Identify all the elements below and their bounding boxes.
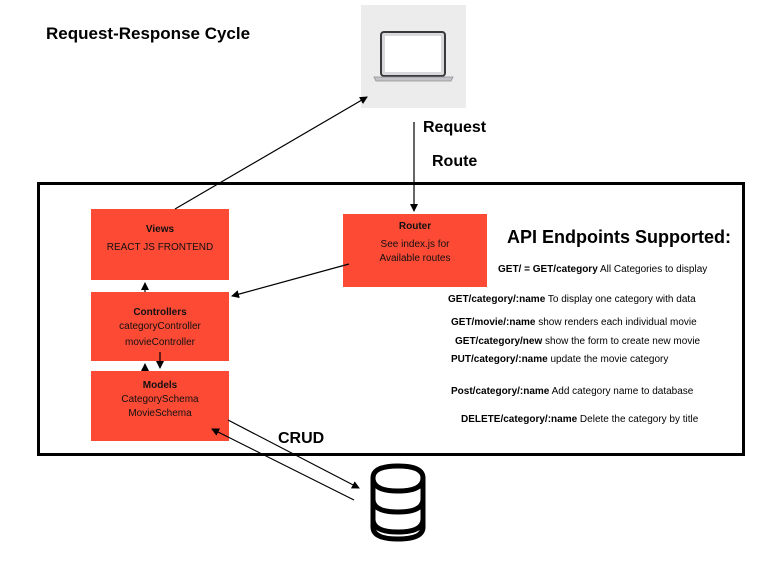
endpoint-route: GET/category/:name (448, 294, 546, 305)
endpoint-desc: show renders each individual movie (535, 317, 697, 328)
diagram-title: Request-Response Cycle (46, 24, 251, 43)
controllers-box: Controllers categoryController movieCont… (91, 292, 229, 361)
response-arrow (174, 96, 368, 210)
endpoint-route: Post/category/:name (451, 386, 550, 397)
laptop-icon (373, 31, 454, 82)
views-line1: REACT JS FRONTEND (106, 242, 214, 253)
endpoint-desc: To display one category with data (545, 294, 696, 305)
endpoint-desc: All Categories to display (597, 264, 708, 275)
endpoint-desc: show the form to create new movie (542, 336, 701, 347)
models-title: Models (142, 380, 178, 391)
router-line2: Available routes (379, 253, 451, 264)
models-line2: MovieSchema (128, 408, 192, 419)
controllers-line1: categoryController (119, 321, 201, 332)
endpoint-route: GET/category/new (455, 336, 543, 347)
endpoint-item: GET/ = GET/category All Categories to di… (498, 264, 707, 275)
endpoint-route: PUT/category/:name (451, 354, 548, 365)
router-box: Router See index.js for Available routes (343, 214, 487, 287)
router-line1: See index.js for (380, 239, 450, 250)
models-box: Models CategorySchema MovieSchema (91, 371, 229, 441)
server-frame (37, 182, 745, 456)
crud-label: CRUD (278, 430, 325, 447)
endpoint-item: GET/category/:name To display one catego… (448, 294, 696, 305)
request-label: Request (423, 119, 487, 136)
controllers-title: Controllers (133, 307, 187, 318)
endpoint-desc: Add category name to database (549, 386, 694, 397)
router-to-controller-arrow (231, 263, 350, 299)
endpoint-route: DELETE/category/:name (461, 414, 578, 425)
api-endpoints-title: API Endpoints Supported: (507, 227, 731, 247)
endpoint-item: Post/category/:name Add category name to… (451, 386, 693, 397)
endpoint-desc: update the movie category (547, 354, 669, 365)
views-title: Views (145, 224, 175, 235)
endpoint-item: DELETE/category/:name Delete the categor… (461, 414, 698, 425)
endpoint-route: GET/movie/:name (451, 317, 536, 328)
db-to-models-arrow (211, 428, 355, 501)
endpoint-item: PUT/category/:name update the movie cate… (451, 354, 668, 365)
database-icon (370, 463, 426, 542)
views-box: Views REACT JS FRONTEND (91, 209, 229, 280)
models-line1: CategorySchema (121, 394, 199, 405)
laptop-image (361, 5, 466, 108)
endpoint-item: GET/movie/:name show renders each indivi… (451, 317, 697, 328)
route-label: Route (432, 153, 478, 170)
endpoint-route: GET/ = GET/category (498, 264, 598, 275)
router-title: Router (398, 221, 432, 232)
endpoint-item: GET/category/new show the form to create… (455, 336, 700, 347)
models-to-db-arrow (227, 419, 360, 489)
controllers-line2: movieController (124, 337, 196, 348)
endpoint-desc: Delete the category by title (577, 414, 699, 425)
